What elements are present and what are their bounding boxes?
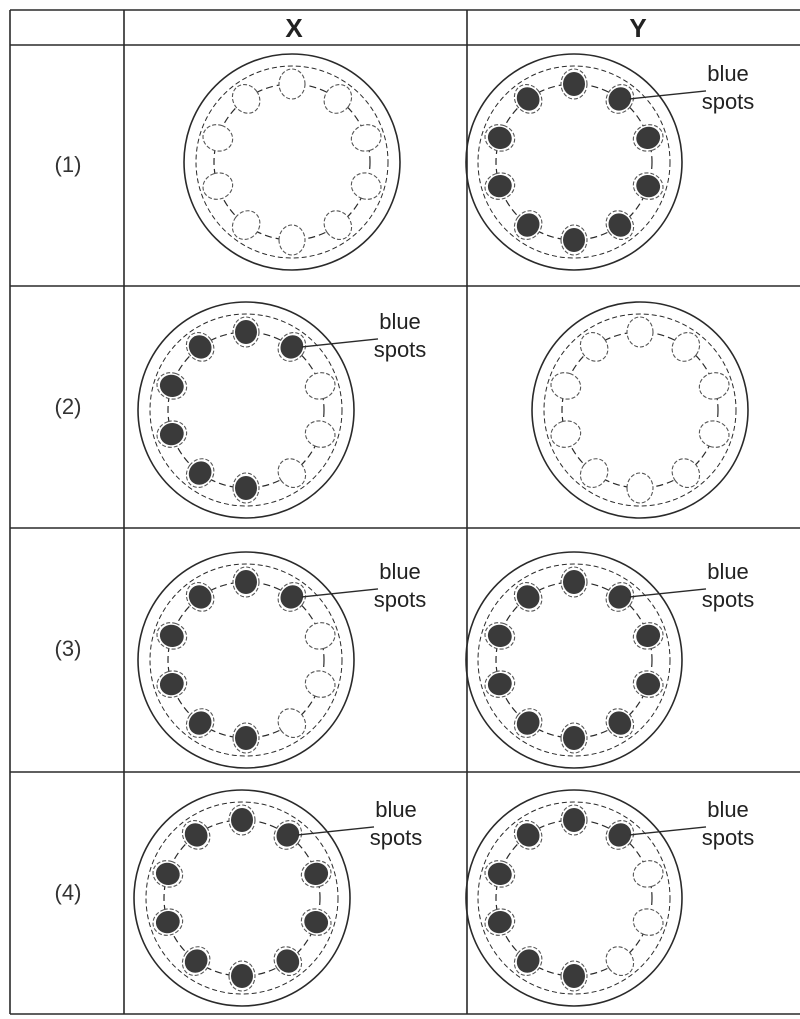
row-label-2: (2) <box>55 394 82 419</box>
blue-spot <box>235 570 257 594</box>
blue-spot <box>512 83 544 115</box>
blue-spot <box>563 964 585 988</box>
vascular-bundle-outline <box>627 317 653 347</box>
callout-label: spots <box>702 825 755 850</box>
cross-section-row3-x: blue spots <box>138 552 426 768</box>
blue-spot <box>512 707 544 739</box>
blue-spot <box>563 72 585 96</box>
row-label-1: (1) <box>55 152 82 177</box>
vascular-bundle-outline <box>279 225 305 255</box>
vascular-bundle-outline <box>348 121 385 155</box>
vascular-bundle-outline <box>696 369 733 403</box>
callout-leader-line <box>630 91 706 99</box>
blue-spot <box>604 209 636 241</box>
vascular-bundle-outline <box>575 327 614 367</box>
blue-spot <box>512 819 544 851</box>
cross-section-row4-x: blue spots <box>134 790 422 1006</box>
vascular-bundle-outline <box>575 453 614 493</box>
callout-label: spots <box>702 89 755 114</box>
callout-label: spots <box>374 337 427 362</box>
vascular-bundle-outline <box>302 619 339 653</box>
blue-spot <box>272 945 304 977</box>
vascular-bundle-outline <box>200 121 237 155</box>
blue-spot <box>604 707 636 739</box>
vascular-bundle-outline <box>548 417 585 451</box>
cross-section-row1-y: blue spots <box>466 54 754 270</box>
vascular-bundle-outline <box>273 453 312 493</box>
callout-leader-line <box>302 589 378 597</box>
vascular-bundle-outline <box>302 369 339 403</box>
vascular-bundle-outline <box>279 69 305 99</box>
row-label-4: (4) <box>55 880 82 905</box>
blue-spot <box>512 581 544 613</box>
blue-spot <box>180 819 212 851</box>
stem-sections: bluespotsbluespotsbluespotsbluespotsblue… <box>134 54 754 1006</box>
vascular-bundle-outline <box>273 703 312 743</box>
blue-spot <box>235 476 257 500</box>
callout-leader-line <box>302 339 378 347</box>
callout-label: blue <box>379 309 421 334</box>
vascular-bundle-outline <box>630 857 667 891</box>
vascular-bundle-outline <box>302 667 339 701</box>
vascular-bundle-outline <box>227 79 266 119</box>
blue-spot <box>563 808 585 832</box>
blue-spot <box>231 808 253 832</box>
cross-section-row1-x <box>184 54 400 270</box>
blue-spot <box>184 707 216 739</box>
cross-section-row4-y: blue spots <box>466 790 754 1006</box>
blue-spot <box>563 570 585 594</box>
vascular-bundle-outline <box>348 169 385 203</box>
cross-section-row2-x: blue spots <box>138 302 426 518</box>
blue-spot <box>184 457 216 489</box>
vascular-bundle-outline <box>548 369 585 403</box>
callout-label: blue <box>707 61 749 86</box>
row-label-3: (3) <box>55 636 82 661</box>
cross-section-row3-y: blue spots <box>466 552 754 768</box>
callout-label: blue <box>379 559 421 584</box>
callout-label: blue <box>375 797 417 822</box>
blue-spot <box>235 726 257 750</box>
callout-leader-line <box>630 589 706 597</box>
callout-label: spots <box>370 825 423 850</box>
vascular-bundle-outline <box>302 417 339 451</box>
blue-spot <box>184 581 216 613</box>
blue-spot <box>512 209 544 241</box>
vascular-bundle-outline <box>200 169 237 203</box>
callout-label: spots <box>374 587 427 612</box>
callout-label: blue <box>707 559 749 584</box>
blue-spot <box>563 726 585 750</box>
blue-spot <box>235 320 257 344</box>
cross-section-row2-y <box>532 302 748 518</box>
vascular-bundle-outline <box>667 453 706 493</box>
blue-spot <box>231 964 253 988</box>
blue-spot <box>512 945 544 977</box>
vascular-bundle-outline <box>627 473 653 503</box>
column-header-x: X <box>285 13 303 43</box>
blue-spot <box>563 228 585 252</box>
vascular-bundle-outline <box>227 205 266 245</box>
blue-spot <box>180 945 212 977</box>
vascular-bundle-outline <box>696 417 733 451</box>
callout-leader-line <box>298 827 374 835</box>
vascular-bundle-outline <box>630 905 667 939</box>
callout-label: blue <box>707 797 749 822</box>
vascular-bundle-outline <box>319 205 358 245</box>
vascular-bundle-outline <box>667 327 706 367</box>
callout-leader-line <box>630 827 706 835</box>
column-header-y: Y <box>629 13 646 43</box>
vascular-bundle-outline <box>601 941 640 981</box>
vascular-bundle-outline <box>319 79 358 119</box>
callout-label: spots <box>702 587 755 612</box>
blue-spot <box>184 331 216 363</box>
